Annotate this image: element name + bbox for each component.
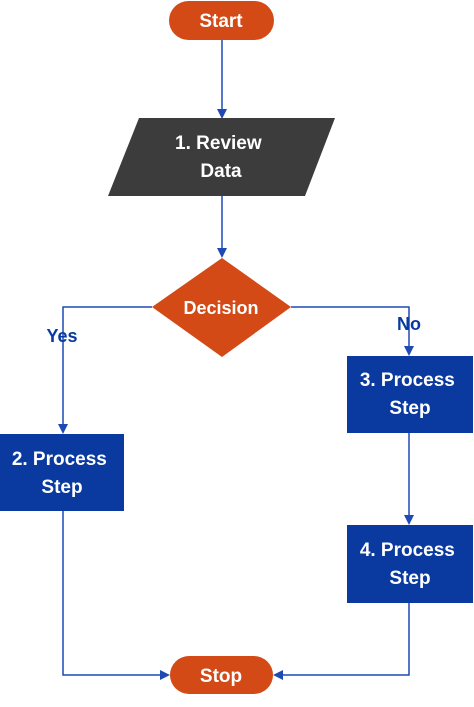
review-data-line2: Data (200, 161, 242, 182)
process-step-2-label: 2. Process Step (12, 449, 112, 498)
process-step-4-node: 4. Process Step (347, 525, 473, 603)
review-data-shape (108, 118, 335, 196)
process-step-4-shape (347, 525, 473, 603)
review-data-line1: 1. Review (175, 133, 262, 154)
branch-label-yes: Yes (46, 326, 77, 346)
review-data-label: 1. Review Data (175, 133, 267, 182)
branch-label-no: No (397, 314, 421, 334)
decision-shape (152, 258, 291, 357)
decision-label: Decision (183, 298, 258, 318)
process-step-3-shape (347, 356, 473, 433)
stop-shape (170, 656, 273, 694)
start-label: Start (199, 11, 243, 32)
process-step-4-label: 4. Process Step (360, 540, 460, 589)
process-step-2-line1: 2. Process (12, 449, 107, 470)
stop-node: Stop (170, 656, 273, 694)
arrow-step4-to-stop (273, 602, 410, 680)
decision-node: Decision (152, 258, 291, 357)
arrow-decision-no-to-step3 (291, 306, 414, 356)
process-step-3-line1: 3. Process (360, 370, 455, 391)
start-shape (169, 1, 274, 40)
start-node: Start (169, 1, 274, 40)
process-step-3-label: 3. Process Step (360, 370, 460, 419)
process-step-2-line2: Step (41, 477, 82, 498)
process-step-4-line1: 4. Process (360, 540, 455, 561)
connectors (58, 40, 414, 680)
process-step-3-line2: Step (389, 398, 430, 419)
process-step-4-line2: Step (389, 568, 430, 589)
process-step-2-node: 2. Process Step (0, 434, 124, 511)
process-step-2-shape (0, 434, 124, 511)
stop-label: Stop (200, 666, 242, 687)
arrow-decision-yes-to-step2 (58, 306, 152, 434)
arrow-step2-to-stop (62, 510, 170, 680)
process-step-3-node: 3. Process Step (347, 356, 473, 433)
review-data-node: 1. Review Data (108, 118, 335, 196)
